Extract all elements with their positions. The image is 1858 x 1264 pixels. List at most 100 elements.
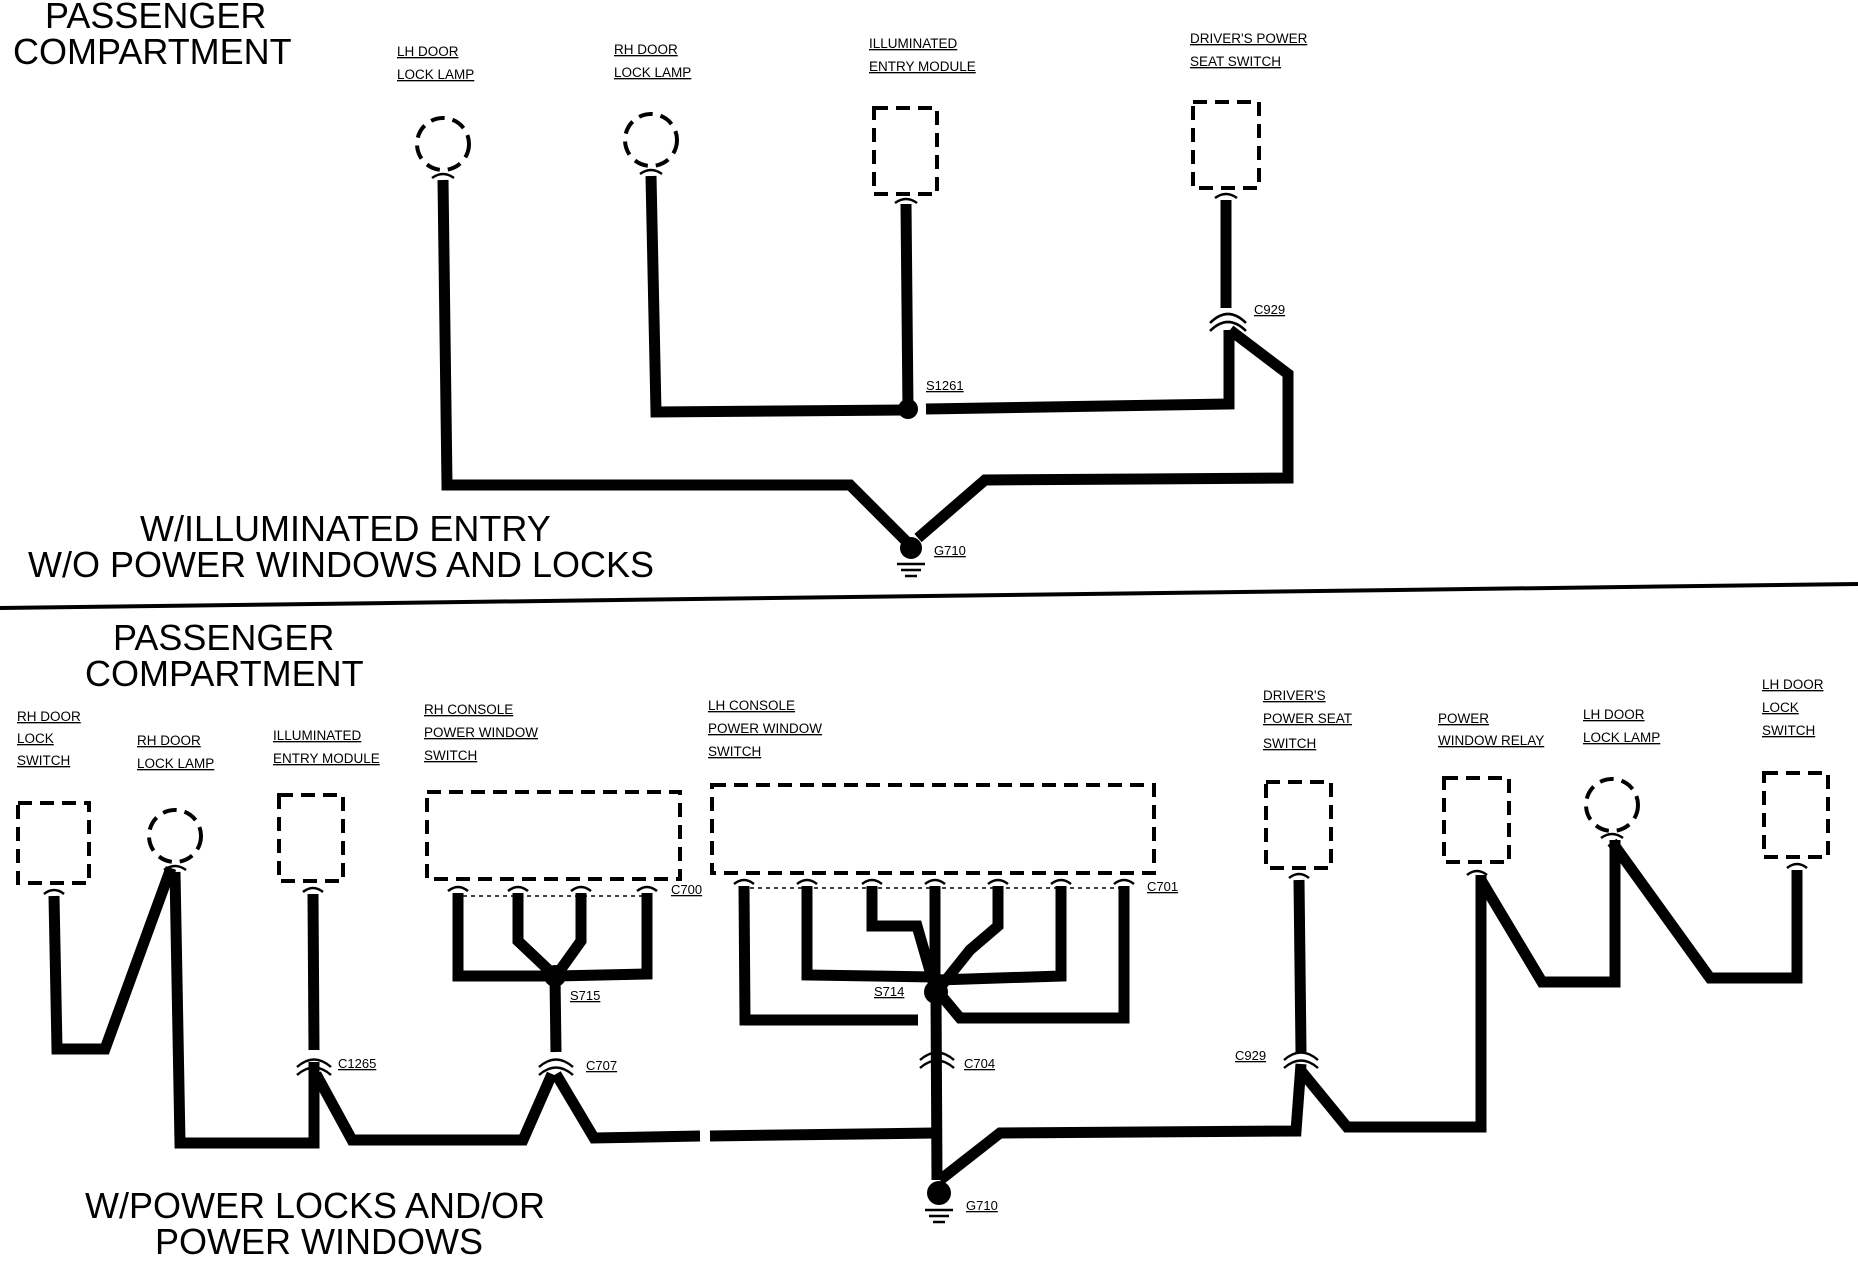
bottom-c700-label: C700	[671, 882, 702, 897]
top-title-line1: PASSENGER	[45, 0, 266, 36]
top-drivers-power-seat-switch-label-1: DRIVER'S POWER	[1190, 31, 1308, 46]
bottom-wire-lh-console-pin7	[935, 886, 1130, 1024]
bottom-wire-lh-console-pin3	[866, 886, 940, 987]
top-pin-2	[639, 168, 663, 176]
bottom-power-window-relay-label-1: POWER	[1438, 711, 1489, 726]
bottom-drivers-power-seat-switch-label-3: SWITCH	[1263, 736, 1316, 751]
top-pin-3	[894, 197, 918, 205]
bottom-s714-splice-dot	[924, 980, 948, 1004]
bottom-wire-lh-console-pin2	[801, 886, 935, 983]
top-s1261-splice-dot	[898, 399, 918, 419]
top-lh-door-lock-lamp-bulb	[415, 116, 471, 172]
section-divider	[0, 582, 1858, 610]
bottom-lh-door-lock-switch-label-3: SWITCH	[1762, 723, 1815, 738]
top-g710-label: G710	[934, 543, 966, 558]
bottom-wire-s714-to-g710	[930, 993, 943, 1181]
top-wire-c929-to-ground	[914, 325, 1294, 543]
top-illuminated-entry-module-label-2: ENTRY MODULE	[869, 59, 976, 74]
bottom-wire-harness-center	[709, 1127, 936, 1142]
bottom-rh-door-lock-lamp-label-2: LOCK LAMP	[137, 756, 214, 771]
bottom-drivers-power-seat-switch-box	[1264, 780, 1333, 870]
bottom-illuminated-entry-module-label-1: ILLUMINATED	[273, 728, 362, 743]
bottom-wire-lh-console-pin6	[937, 886, 1067, 986]
bottom-power-window-relay-box	[1442, 776, 1511, 864]
bottom-s715-label: S715	[570, 988, 600, 1003]
bottom-wire-c929-to-relay	[1297, 875, 1487, 1133]
top-caption-line1: W/ILLUMINATED ENTRY	[140, 508, 551, 549]
bottom-wire-lh-lamp-to-lh-switch	[1607, 838, 1803, 984]
top-wire-lh-door-lamp	[437, 179, 915, 550]
top-rh-door-lock-lamp-label-1: RH DOOR	[614, 42, 678, 57]
bottom-wire-rh-console-pin3	[551, 893, 587, 980]
bottom-wire-c707-right	[551, 1071, 701, 1144]
top-pin-1	[431, 172, 455, 180]
bottom-illuminated-entry-module-label-2: ENTRY MODULE	[273, 751, 380, 766]
top-title-line2: COMPARTMENT	[13, 31, 292, 72]
bottom-wire-relay-to-lh-lamp	[1476, 840, 1621, 988]
top-lh-door-lock-lamp-label-2: LOCK LAMP	[397, 67, 474, 82]
bottom-c701-label: C701	[1147, 879, 1178, 894]
bottom-wire-rh-console-pin1	[452, 893, 552, 982]
top-illuminated-entry-module-label-1: ILLUMINATED	[869, 36, 958, 51]
bottom-s715-splice-dot	[544, 965, 566, 987]
bottom-rh-door-lock-switch-box	[16, 801, 91, 885]
bottom-wire-s715-to-c707	[549, 975, 562, 1053]
top-lh-door-lock-lamp-label-1: LH DOOR	[397, 44, 459, 59]
bottom-g710-ground-dot	[927, 1181, 951, 1205]
bottom-g710-label: G710	[966, 1198, 998, 1213]
bottom-pin-stubs	[43, 832, 1808, 896]
bottom-title-line2: COMPARTMENT	[85, 653, 364, 694]
bottom-rh-console-switch-label-2: POWER WINDOW	[424, 725, 538, 740]
bottom-lh-console-switch-box	[710, 783, 1156, 875]
bottom-wire-seat-switch	[1293, 879, 1307, 1053]
top-rh-door-lock-lamp-label-2: LOCK LAMP	[614, 65, 691, 80]
bottom-wire-lh-console-pin1	[738, 885, 918, 1026]
bottom-s714-label: S714	[874, 984, 904, 999]
bottom-rh-door-lock-lamp-label-1: RH DOOR	[137, 733, 201, 748]
bottom-power-window-relay-label-2: WINDOW RELAY	[1438, 733, 1544, 748]
bottom-wire-g710-to-c929	[936, 1063, 1307, 1185]
bottom-wire-c1265-to-c707	[311, 1071, 558, 1146]
bottom-c707-label: C707	[586, 1058, 617, 1073]
top-c929-connector-upper	[1209, 312, 1247, 324]
top-wire-rh-door-lamp	[645, 175, 907, 418]
bottom-drivers-power-seat-switch-label-1: DRIVER'S	[1263, 688, 1326, 703]
top-drivers-power-seat-switch-box	[1191, 100, 1261, 190]
bottom-c929-label: C929	[1235, 1048, 1266, 1063]
bottom-illuminated-entry-module-box	[277, 793, 345, 883]
top-rh-door-lock-lamp-bulb	[623, 112, 679, 168]
bottom-lh-console-switch-label-3: SWITCH	[708, 744, 761, 759]
top-wire-s1261-to-c929	[925, 330, 1235, 415]
bottom-lh-door-lock-switch-label-1: LH DOOR	[1762, 677, 1824, 692]
bottom-rh-console-switch-box	[425, 790, 682, 881]
bottom-caption-line2: POWER WINDOWS	[155, 1221, 483, 1262]
bottom-rh-door-lock-switch-label-3: SWITCH	[17, 753, 70, 768]
top-c929-connector-lower	[1209, 320, 1247, 332]
top-s1261-label: S1261	[926, 378, 964, 393]
top-section: PASSENGER COMPARTMENT LH DOOR LOCK LAMP …	[13, 0, 1308, 585]
top-wire-entry-module	[900, 203, 914, 411]
bottom-lh-console-switch-label-2: POWER WINDOW	[708, 721, 822, 736]
bottom-wire-lh-console-pin5	[933, 886, 1004, 994]
bottom-rh-door-lock-switch-label-1: RH DOOR	[17, 709, 81, 724]
bottom-rh-door-lock-switch-label-2: LOCK	[17, 731, 54, 746]
bottom-lh-console-switch-label-1: LH CONSOLE	[708, 698, 795, 713]
bottom-lh-door-lock-lamp-bulb	[1584, 777, 1640, 833]
bottom-c707-connector	[538, 1058, 574, 1076]
bottom-lh-door-lock-lamp-label-1: LH DOOR	[1583, 707, 1645, 722]
bottom-lh-door-lock-switch-label-2: LOCK	[1762, 700, 1799, 715]
bottom-section: PASSENGER COMPARTMENT RH DOOR LOCK SWITC…	[16, 617, 1830, 1262]
top-drivers-power-seat-switch-label-2: SEAT SWITCH	[1190, 54, 1281, 69]
bottom-caption-line1: W/POWER LOCKS AND/OR	[85, 1185, 545, 1226]
bottom-lh-door-lock-switch-box	[1762, 771, 1830, 859]
bottom-c1265-label: C1265	[338, 1056, 376, 1071]
bottom-rh-console-switch-label-1: RH CONSOLE	[424, 702, 513, 717]
bottom-wire-entry-module	[307, 893, 320, 1051]
bottom-wire-rh-lock-switch	[48, 866, 177, 1055]
bottom-c929-connector	[1283, 1051, 1319, 1069]
bottom-title-line1: PASSENGER	[113, 617, 334, 658]
bottom-c1265-connector	[296, 1058, 332, 1076]
bottom-wire-rh-console-pin4	[555, 893, 653, 982]
top-c929-label: C929	[1254, 302, 1285, 317]
